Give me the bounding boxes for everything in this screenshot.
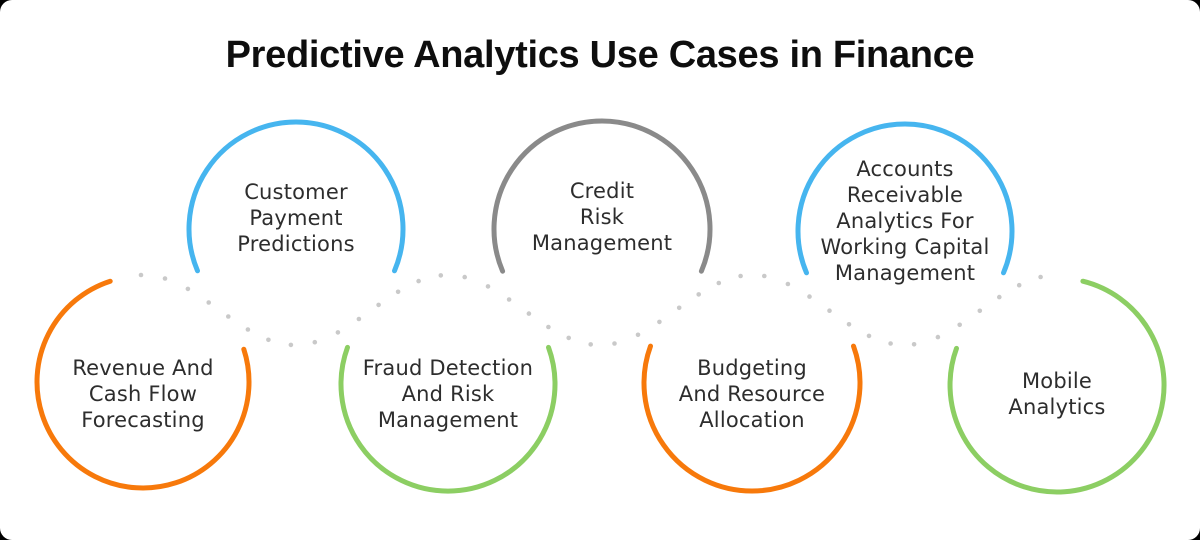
wave-dot xyxy=(888,341,893,346)
wave-dot xyxy=(438,273,444,278)
wave-dot xyxy=(462,274,468,280)
wave-dot xyxy=(162,276,168,281)
wave-dot xyxy=(738,273,743,279)
wave-dot xyxy=(977,308,983,314)
fraud-detection-and-risk-management-arc xyxy=(338,344,558,494)
wave-dot xyxy=(185,286,191,292)
wave-dot xyxy=(827,308,832,314)
wave-dot xyxy=(846,322,852,327)
wave-dot xyxy=(416,278,421,284)
wave-dot xyxy=(245,327,251,332)
wave-dot xyxy=(676,305,682,311)
wave-dot xyxy=(1016,282,1022,288)
wave-dot xyxy=(335,330,341,335)
mobile-analytics-arc xyxy=(947,278,1167,495)
wave-dot xyxy=(1038,274,1043,280)
dotted-wave-path xyxy=(138,272,1043,348)
wave-dot xyxy=(911,342,917,347)
accounts-receivable-analytics-arc xyxy=(795,121,1015,276)
wave-dot xyxy=(288,342,294,348)
wave-dot xyxy=(935,334,941,340)
revenue-cash-flow-forecasting-arc xyxy=(34,278,252,491)
wave-dot xyxy=(138,272,144,278)
circle-arcs xyxy=(34,118,1167,495)
wave-dot xyxy=(566,335,571,341)
wave-dot xyxy=(506,297,512,302)
wave-dot xyxy=(612,341,617,346)
wave-dot xyxy=(266,337,271,343)
customer-payment-predictions-arc xyxy=(186,119,406,274)
page-title: Predictive Analytics Use Cases in Financ… xyxy=(225,34,975,76)
wave-dot xyxy=(635,332,641,338)
wave-dot xyxy=(376,302,381,308)
wave-dot xyxy=(206,300,211,305)
wave-dot xyxy=(807,294,812,299)
wave-dot xyxy=(546,324,551,330)
wave-dot xyxy=(696,292,701,297)
wave-dot xyxy=(395,289,401,295)
wave-dot xyxy=(526,311,532,316)
wave-dot xyxy=(356,316,362,322)
wave-dot xyxy=(716,280,722,286)
wave-dot xyxy=(762,273,767,279)
wave-dot xyxy=(312,339,318,345)
wave-dot xyxy=(226,314,231,319)
wave-dot xyxy=(957,322,962,328)
wave-dot xyxy=(485,284,491,289)
wave-dot xyxy=(785,281,791,287)
credit-risk-management-arc xyxy=(491,118,713,274)
wave-dot xyxy=(866,333,872,339)
wave-dot xyxy=(657,319,662,325)
budgeting-and-resource-allocation-arc xyxy=(641,343,863,494)
wave-dot xyxy=(997,294,1002,300)
wave-dot xyxy=(588,342,593,347)
